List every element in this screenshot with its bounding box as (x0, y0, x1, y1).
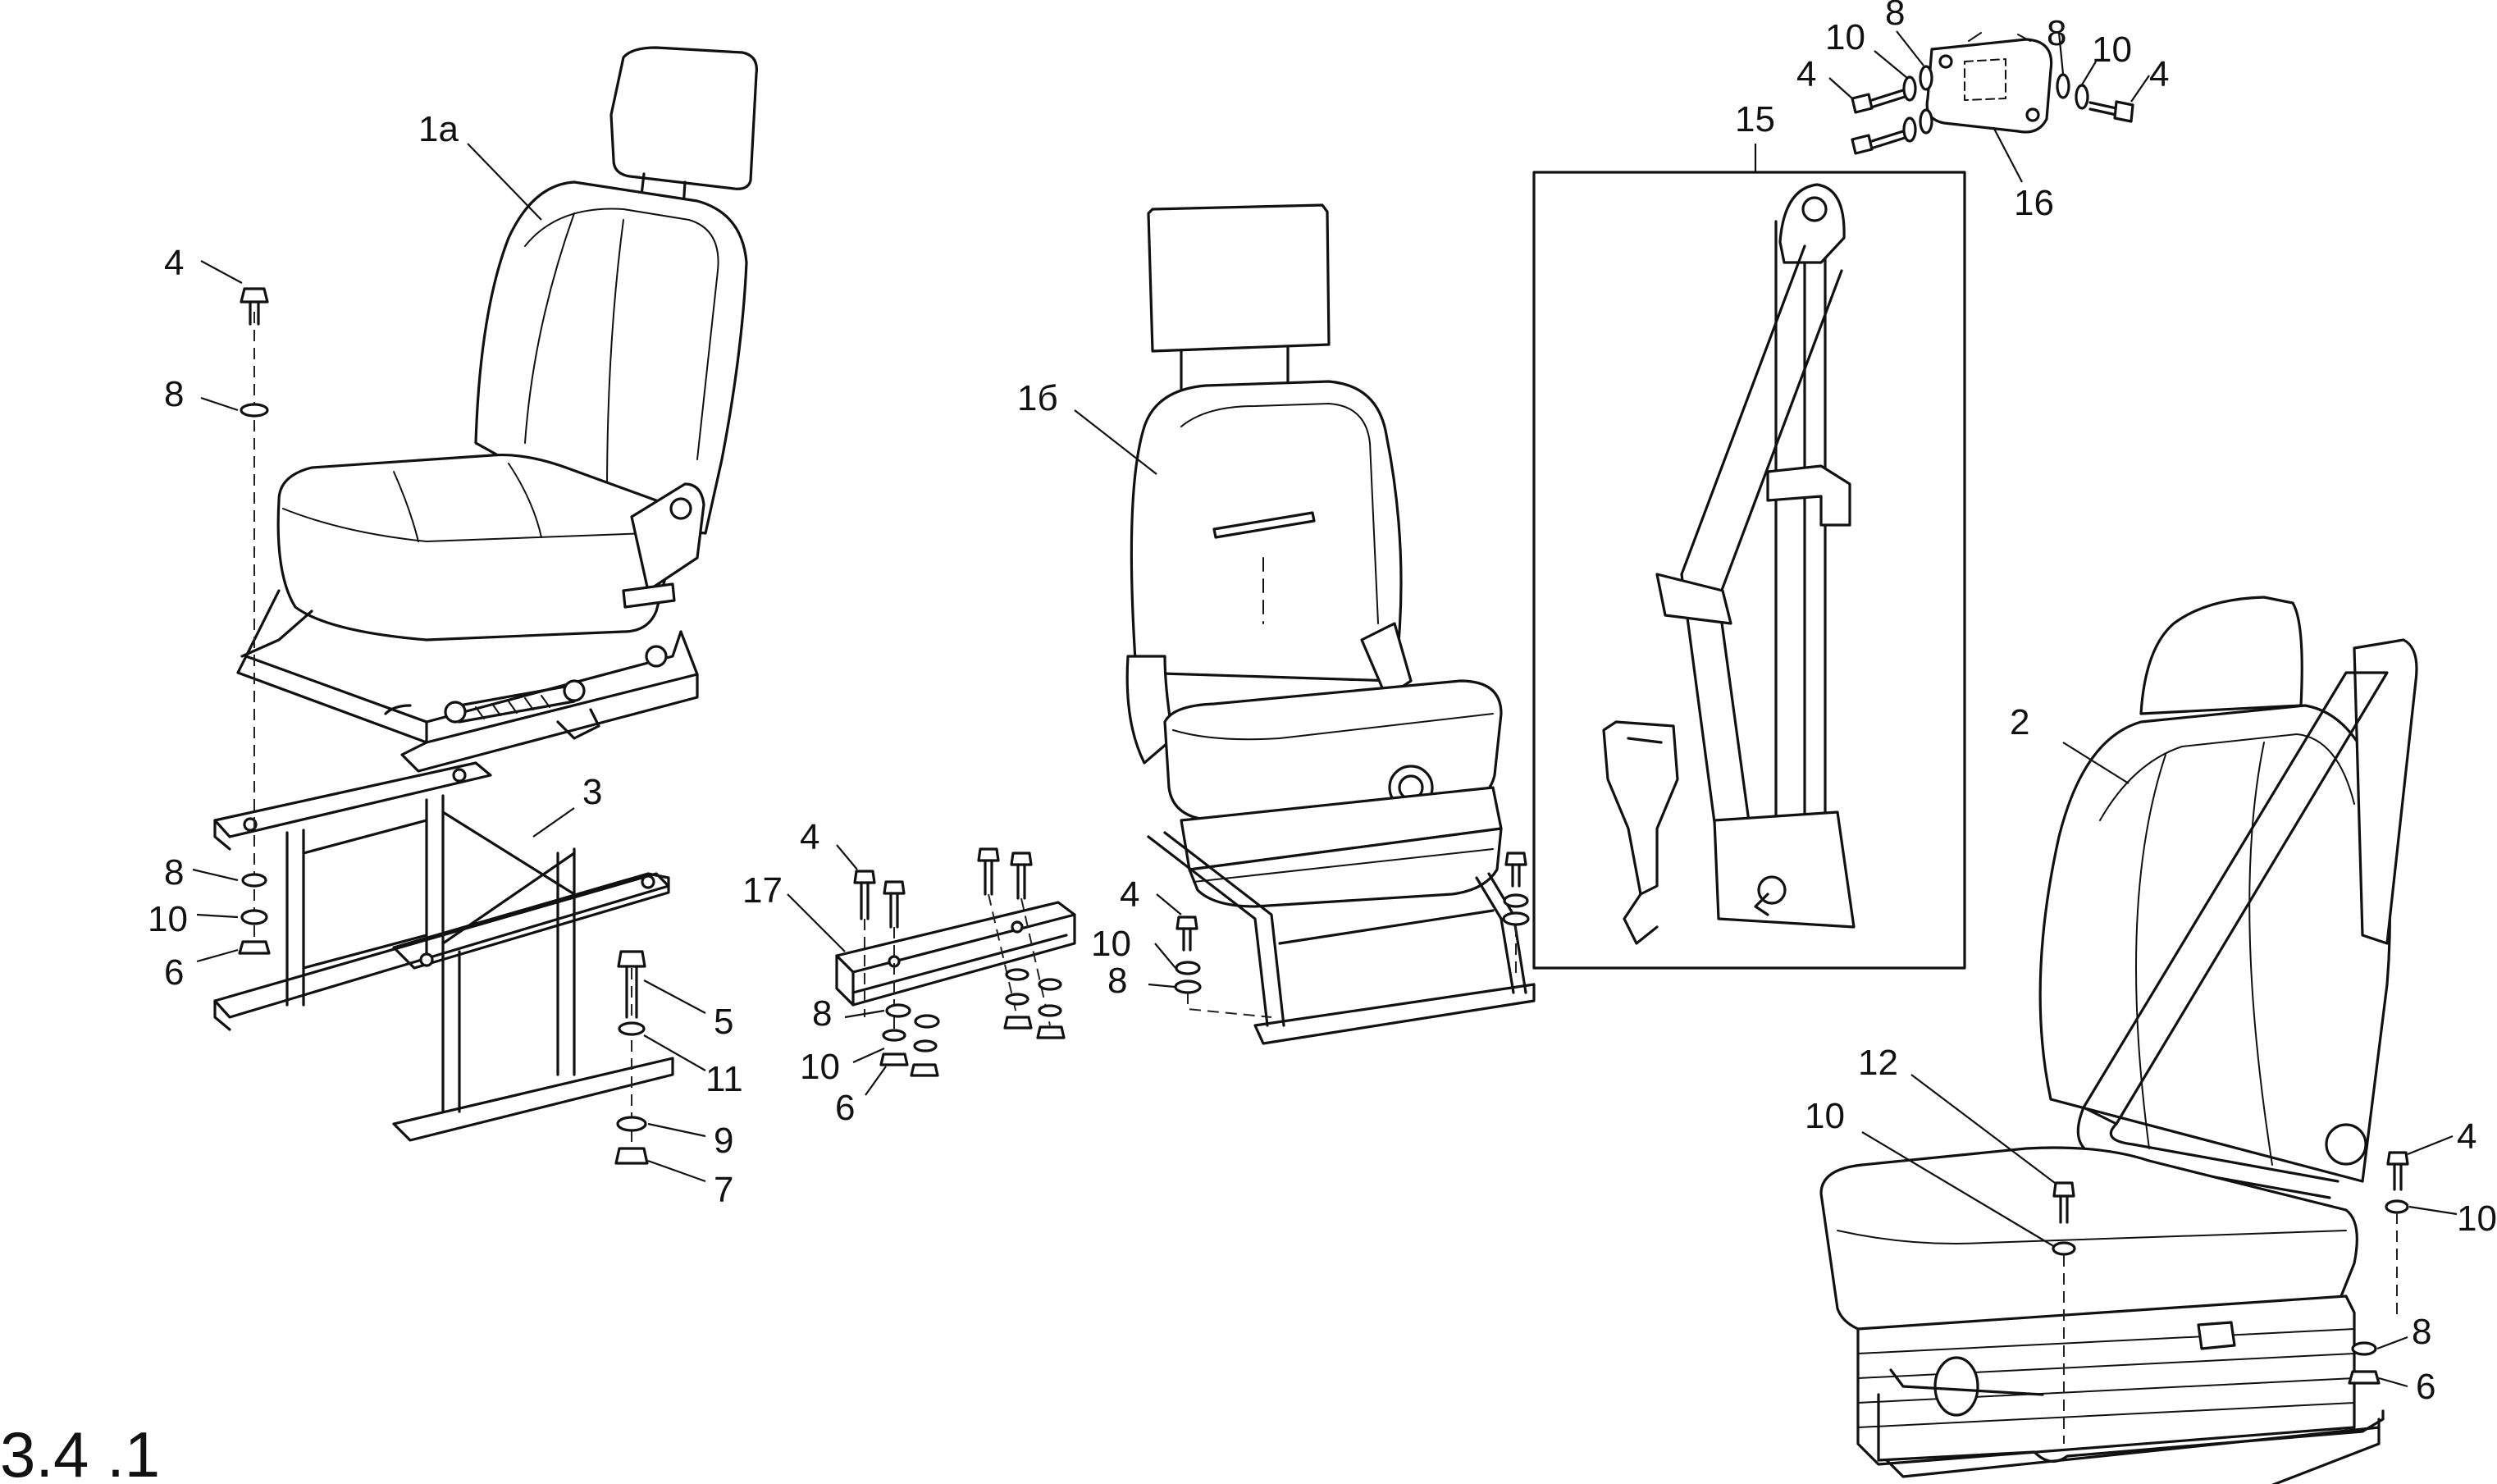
callout-4a: 4 (164, 243, 184, 283)
callout-8d: 8 (1107, 961, 1127, 1001)
callout-1a: 1a (418, 109, 459, 149)
callout-5: 5 (714, 1002, 733, 1042)
callout-4c: 4 (1120, 874, 1139, 915)
callout-8g: 8 (2412, 1312, 2431, 1352)
callout-2: 2 (2010, 702, 2029, 742)
anchor-plate-16 (1851, 32, 2134, 155)
rail-17 (835, 847, 1076, 1077)
figure-number: 3.4 .1 (0, 1418, 160, 1484)
callout-8a: 8 (164, 374, 184, 414)
callout-4b: 4 (800, 817, 819, 857)
callout-10g: 10 (2457, 1199, 2497, 1239)
callout-6c: 6 (2416, 1367, 2435, 1407)
leader-lines (192, 30, 2458, 1388)
callout-1b: 1б (1017, 378, 1058, 418)
frame-3 (213, 761, 674, 1142)
callout-4f: 4 (2457, 1116, 2476, 1157)
callout-3: 3 (582, 772, 602, 812)
callout-8c: 8 (812, 993, 832, 1034)
seat-1b (1125, 203, 1536, 1045)
callout-11: 11 (705, 1059, 743, 1099)
callout-8b: 8 (164, 852, 184, 893)
seat-2 (1819, 596, 2418, 1484)
callout-12: 12 (1858, 1043, 1898, 1083)
callout-10a: 10 (148, 899, 188, 939)
callout-labels: 1a 1б 2 3 4 4 4 4 4 4 5 6 6 6 7 8 8 8 8 … (148, 0, 2497, 1407)
callout-10e: 10 (2092, 30, 2132, 70)
callout-8f: 8 (2047, 13, 2066, 53)
callout-6b: 6 (835, 1088, 855, 1128)
callout-17: 17 (742, 870, 783, 911)
callout-16: 16 (2014, 183, 2054, 223)
callout-4d: 4 (1796, 54, 1816, 94)
callout-10d: 10 (1825, 17, 1865, 57)
seat-1a (236, 46, 758, 773)
fasteners-left (238, 287, 649, 1165)
callout-7: 7 (714, 1170, 733, 1210)
callout-10c: 10 (1091, 924, 1131, 964)
callout-10b: 10 (800, 1047, 840, 1087)
callout-4e: 4 (2149, 54, 2169, 94)
callout-15: 15 (1735, 99, 1775, 139)
callout-8e: 8 (1885, 0, 1905, 33)
belt-frame-box (1532, 171, 1966, 970)
callout-10f: 10 (1805, 1096, 1845, 1136)
callout-6a: 6 (164, 952, 184, 993)
seat-belt-15 (1532, 171, 1966, 970)
callout-9: 9 (714, 1121, 733, 1161)
